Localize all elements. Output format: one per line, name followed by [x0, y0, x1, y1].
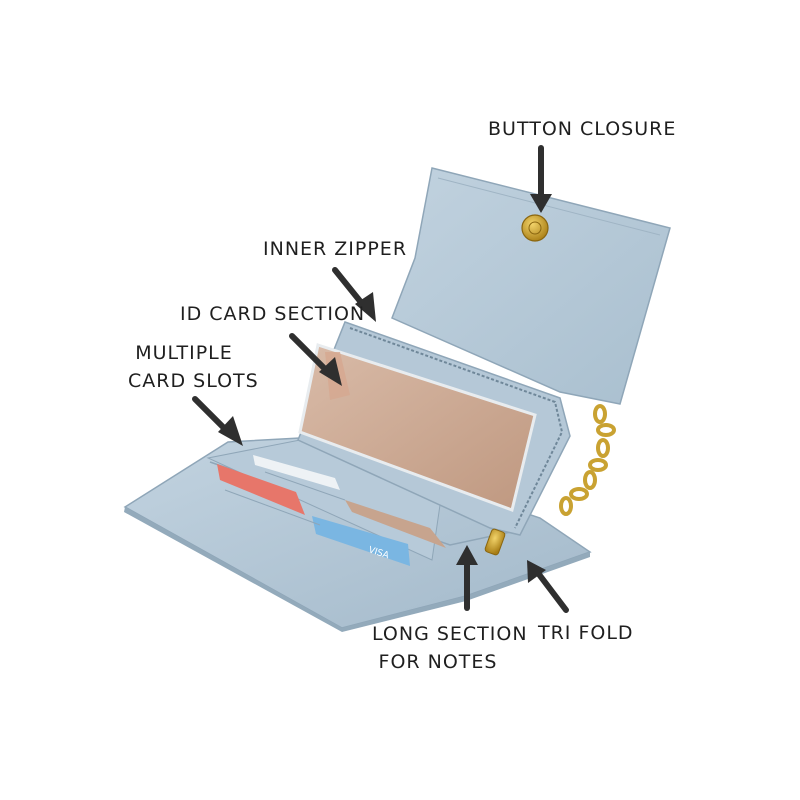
long-section-label: LONG SECTION FOR NOTES: [372, 620, 528, 676]
button-closure-snap: [521, 214, 549, 242]
tri-fold-label: TRI FOLD: [538, 622, 634, 644]
long-section-line2: FOR NOTES: [378, 651, 498, 673]
multiple-card-slots-line2: CARD SLOTS: [128, 370, 259, 392]
long-section-line1: LONG SECTION: [372, 623, 528, 645]
zipper-pull: [484, 528, 506, 556]
multiple-card-slots-label: MULTIPLE CARD SLOTS: [128, 339, 259, 395]
gold-chain: [559, 404, 616, 516]
inner-zipper-label: INNER ZIPPER: [263, 238, 408, 260]
id-window: [298, 343, 537, 512]
base-panel-edge: [124, 507, 342, 632]
annotation-arrows: [192, 145, 569, 613]
red-card: [217, 464, 305, 515]
white-card: [253, 455, 340, 490]
zipper-track: [349, 327, 564, 529]
button-closure-label: BUTTON CLOSURE: [488, 118, 677, 140]
id-card-section-label: ID CARD SECTION: [180, 303, 366, 325]
multiple-card-slots-line1: MULTIPLE: [135, 342, 233, 364]
tan-card: [345, 500, 446, 548]
back-flap: [391, 167, 671, 405]
blue-card: [312, 516, 410, 566]
back-flap-seam: [437, 177, 661, 236]
